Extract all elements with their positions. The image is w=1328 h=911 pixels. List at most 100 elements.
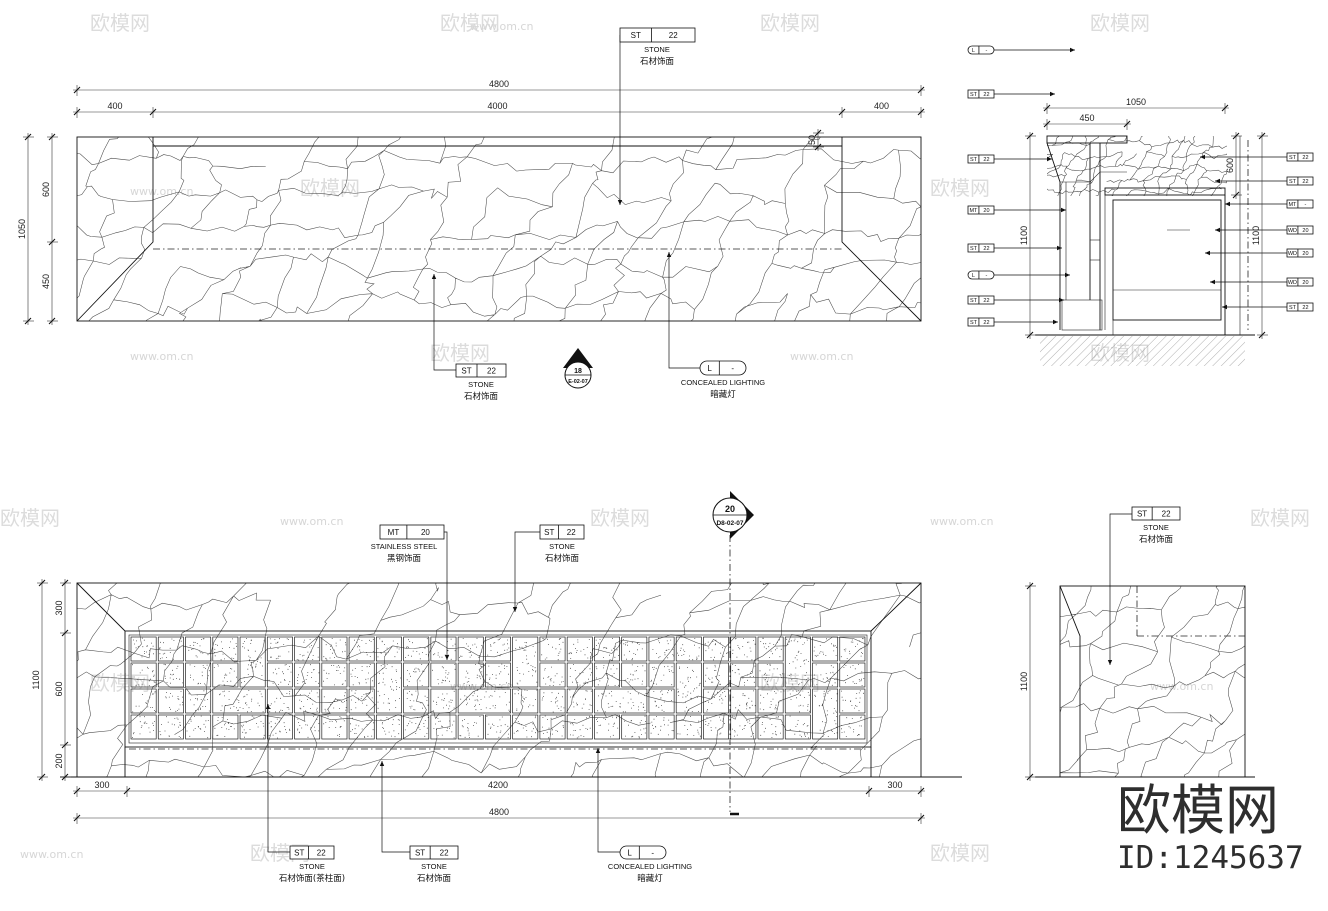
watermark-brand-4: 欧模网: [1090, 11, 1150, 35]
panel-cell: [703, 662, 730, 688]
panel-cell: [566, 636, 593, 662]
front-tag-stone-top-code: ST: [544, 528, 554, 537]
panel-cell: [403, 662, 430, 688]
plan-dim-segments-label-3: 400: [874, 101, 889, 111]
front-tag-stone-bottom-code: ST: [415, 848, 425, 857]
front-tag-lighting-cn: 暗藏灯: [637, 873, 663, 884]
panel-cell: [348, 688, 375, 714]
front-dim-split-label-1: 300: [54, 600, 64, 615]
plan-dim-total: 4800: [73, 79, 925, 96]
panel-cell: [321, 688, 348, 714]
panel-cell: [757, 688, 784, 714]
section-stone-texture: [1047, 136, 1227, 196]
section-tag-right-6-code: WD: [1288, 280, 1297, 286]
plan-tag-stone-cn: 石材饰面: [464, 391, 499, 402]
section-dim-top-label-1: 450: [1079, 113, 1094, 123]
panel-cell: [430, 714, 457, 740]
panel-cell: [839, 636, 866, 662]
panel-cell: [512, 688, 539, 714]
panel-cell: [485, 636, 511, 662]
panel-cell: [757, 714, 784, 740]
front-tag-stone-top-num: 22: [567, 528, 576, 537]
panel-cell: [294, 636, 321, 662]
plan-tag-stone-top-en: STONE: [644, 45, 670, 54]
panel-cell: [539, 636, 566, 662]
section-upper-counter: [1046, 135, 1128, 144]
watermark-brand-2: 欧模网: [440, 11, 500, 35]
section-dim-width: 1050: [1043, 97, 1229, 114]
front-tag-stone-column-cn: 石材饰面(茶柱面): [279, 873, 345, 884]
watermark-site-9: www.om.cn: [20, 848, 83, 861]
front-section-num: 20: [725, 504, 735, 514]
panel-cell: [348, 636, 375, 662]
panel-cell: [403, 714, 430, 740]
panel-cell: [185, 636, 212, 662]
watermark-site-6: www.om.cn: [930, 515, 993, 528]
side-stone-texture: [1060, 586, 1245, 777]
front-left-miter: [76, 582, 126, 632]
plan-tag-stone-num: 22: [487, 366, 496, 375]
panel-cell: [157, 662, 184, 688]
section-tag-right-3-num: -: [1305, 202, 1307, 208]
panel-cell: [621, 636, 648, 662]
watermark-site-4: www.om.cn: [130, 350, 193, 363]
plan-tag-stone-top-num: 22: [669, 31, 678, 40]
panel-cell: [566, 714, 593, 740]
front-tag-lighting-num: -: [651, 848, 654, 857]
panel-cell: [157, 636, 184, 662]
side-tag-stone-cn: 石材饰面: [1139, 534, 1174, 545]
panel-cell: [348, 662, 375, 688]
panel-cell: [212, 714, 239, 740]
panel-cell: [403, 636, 430, 662]
section-tag-left-6-num: -: [986, 273, 988, 279]
section-tag-right-3-code: MT: [1288, 202, 1297, 208]
side-tag-stone-en: STONE: [1143, 523, 1169, 532]
section-cabinet: [1112, 199, 1222, 321]
watermark-brand-5: 欧模网: [300, 176, 360, 200]
section-kickboard: [1061, 299, 1103, 331]
section-dim-left: 1100: [1019, 132, 1036, 339]
section-tag-left-6-code: L: [972, 273, 975, 279]
section-tag-right-2-code: ST: [1289, 179, 1297, 185]
plan-dim-small: 50: [807, 129, 824, 151]
panel-cell: [266, 688, 293, 714]
plan-dim-segments-label-2: 4000: [487, 101, 507, 111]
front-tag-lighting-code: L: [627, 848, 632, 857]
panel-cell: [375, 636, 402, 662]
plan-dim-height-label-1: 1050: [17, 219, 27, 239]
panel-cell: [430, 662, 457, 688]
plan-tag-stone-en: STONE: [468, 380, 494, 389]
front-dim-height: 1100: [31, 579, 48, 781]
panel-cell: [539, 662, 566, 688]
front-tag-stone-column-code: ST: [294, 848, 304, 857]
front-tag-stone-bottom-num: 22: [440, 848, 449, 857]
watermark-brand-7: 欧模网: [430, 341, 490, 365]
front-tag-steel-en: STAINLESS STEEL: [371, 542, 438, 551]
section-dim-right-upper-label-1: 600: [1225, 158, 1235, 173]
watermark-brand-large: 欧模网: [1117, 779, 1279, 842]
watermarks: 欧模网欧模网欧模网欧模网欧模网欧模网欧模网欧模网欧模网欧模网欧模网欧模网欧模网欧…: [0, 11, 1310, 865]
panel-cell: [730, 636, 757, 662]
panel-cell: [185, 688, 212, 714]
panel-cell: [294, 688, 321, 714]
front-tag-stone-bottom-en: STONE: [421, 862, 447, 871]
section-tag-right-5-num: 20: [1302, 251, 1308, 257]
section-tag-left-2-num: 22: [983, 92, 989, 98]
plan-dim-total-label-1: 4800: [489, 79, 509, 89]
watermark-site-5: www.om.cn: [280, 515, 343, 528]
watermark-brand-15: 欧模网: [930, 841, 990, 865]
